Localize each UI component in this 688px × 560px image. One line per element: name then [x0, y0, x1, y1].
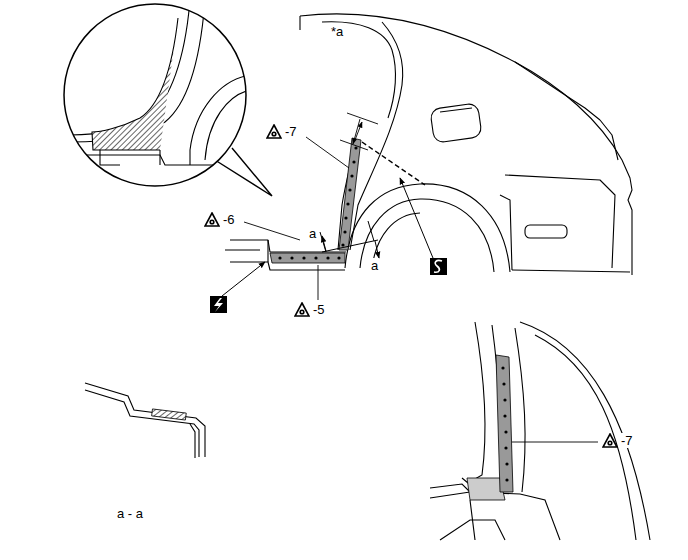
- callout-number: -7: [620, 433, 634, 448]
- callout-number: -5: [312, 302, 326, 317]
- callout-number: -7: [284, 124, 298, 139]
- section-label: a: [308, 226, 317, 241]
- callout-number: -6: [222, 212, 236, 227]
- dimension-label: *a: [330, 24, 344, 39]
- section-label: a: [370, 258, 379, 273]
- section-title: a - a: [116, 506, 144, 521]
